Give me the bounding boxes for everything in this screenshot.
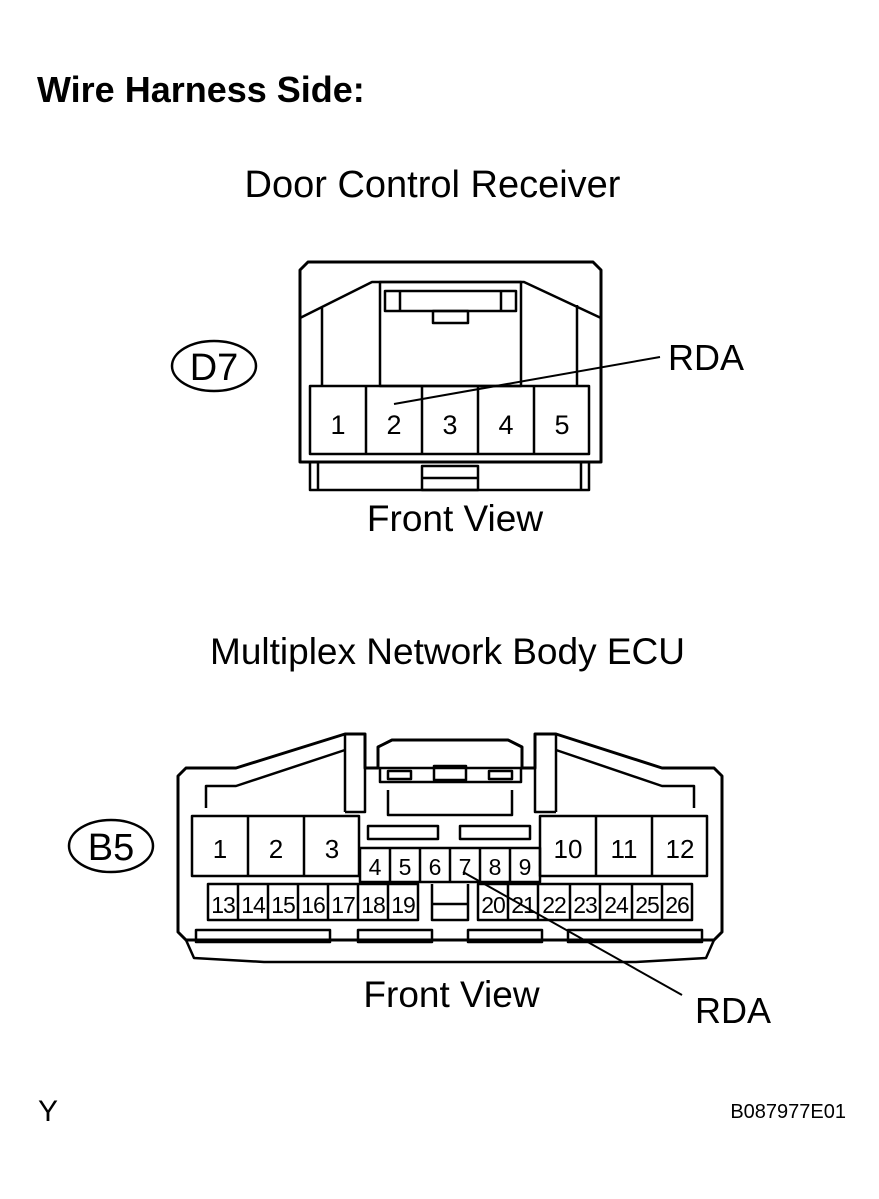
- b5-pin-label: 1: [213, 834, 227, 864]
- b5-pin-label: 15: [271, 892, 295, 918]
- d7-pin-label: 3: [442, 410, 457, 440]
- b5-pin-label: 14: [241, 892, 266, 918]
- figure-id: B087977E01: [730, 1101, 846, 1123]
- door-control-receiver-title: Door Control Receiver: [244, 164, 621, 206]
- b5-pin-label: 13: [211, 892, 235, 918]
- b5-pin-label: 12: [666, 834, 695, 864]
- d7-pin-label: 4: [498, 410, 513, 440]
- b5-pin-label: 4: [369, 854, 382, 880]
- b5-pin-label: 19: [391, 892, 415, 918]
- d7-connector: [170, 260, 661, 492]
- d7-pin-label: 2: [386, 410, 401, 440]
- b5-rda-leader: [462, 871, 683, 996]
- b5-front-view-label: Front View: [363, 974, 540, 1015]
- b5-pin-label: 9: [519, 854, 532, 880]
- b5-pin-label: 16: [301, 892, 325, 918]
- d7-connector-code: D7: [190, 347, 239, 389]
- b5-pin-label: 26: [665, 892, 689, 918]
- b5-pin-label: 5: [399, 854, 412, 880]
- b5-pin-label: 23: [573, 892, 597, 918]
- b5-rda-label: RDA: [695, 990, 771, 1031]
- d7-rda-label: RDA: [668, 337, 744, 378]
- footer-left-code: Y: [38, 1095, 59, 1128]
- b5-pin-label: 8: [489, 854, 502, 880]
- b5-pin-label: 7: [459, 854, 472, 880]
- b5-pin-label: 21: [511, 892, 535, 918]
- b5-pin-label: 11: [611, 834, 638, 864]
- d7-pin-label: 5: [554, 410, 569, 440]
- b5-pin-label: 18: [361, 892, 385, 918]
- b5-pin-label: 25: [635, 892, 659, 918]
- d7-pin-label: 1: [330, 410, 345, 440]
- b5-pin-label: 22: [542, 892, 566, 918]
- body-ecu-title: Multiplex Network Body ECU: [210, 631, 685, 672]
- d7-rda-leader: [393, 356, 661, 405]
- b5-pin-label: 10: [554, 834, 583, 864]
- d7-front-view-label: Front View: [366, 498, 544, 539]
- b5-pin-label: 2: [269, 834, 283, 864]
- b5-pin-label: 20: [481, 892, 505, 918]
- b5-pin-labels: 1 2 3 4 5 6 7 8 9 10 11 12 13 14 15 16 1…: [211, 834, 694, 918]
- b5-pin-label: 3: [325, 834, 339, 864]
- page-heading: Wire Harness Side:: [37, 69, 365, 110]
- b5-connector: [67, 732, 724, 996]
- b5-connector-code: B5: [88, 827, 134, 869]
- b5-pin-label: 24: [604, 892, 629, 918]
- b5-pin-label: 6: [429, 854, 442, 880]
- b5-pin-label: 17: [331, 892, 355, 918]
- d7-label-oval: [170, 339, 258, 393]
- d7-pin-labels: 1 2 3 4 5: [330, 410, 569, 440]
- b5-label-oval: [67, 818, 155, 874]
